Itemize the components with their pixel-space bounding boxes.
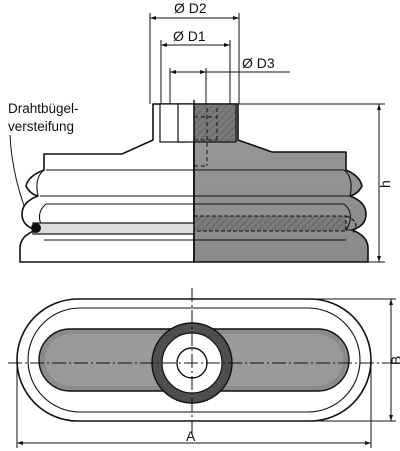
hidden-bore-lines	[194, 108, 218, 167]
cup-top-view	[8, 288, 392, 438]
callout-line1: Drahtbügel-	[8, 101, 79, 116]
stem-bore	[177, 103, 195, 143]
d1-label: Ø D1	[173, 28, 206, 44]
d3-label: Ø D3	[242, 55, 275, 71]
callout-line2: versteifung	[8, 119, 74, 134]
cup-side-view	[19, 100, 369, 263]
wire-end	[31, 223, 41, 233]
wire-reinforcement-right	[193, 215, 347, 232]
h-label: h	[377, 180, 393, 188]
dimension-arrows	[150, 16, 381, 262]
oval-second	[27, 307, 361, 413]
b-label: B	[388, 356, 400, 365]
d2-label: Ø D2	[174, 0, 207, 16]
bottom-dimensions	[16, 298, 396, 448]
wire-reinforcement	[32, 222, 195, 235]
stem-right-hatch	[193, 103, 237, 143]
a-label: A	[186, 428, 196, 444]
bottom-arrows	[17, 299, 393, 445]
